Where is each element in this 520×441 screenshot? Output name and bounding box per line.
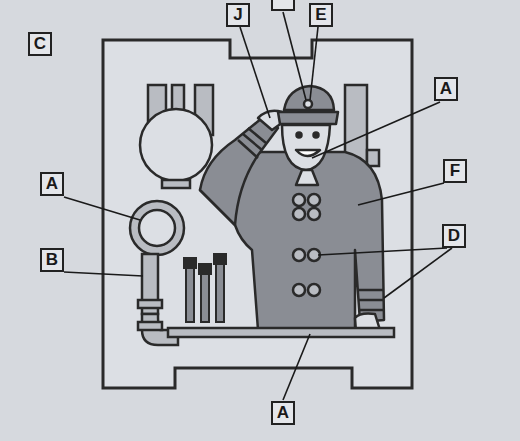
panel-frame	[103, 40, 412, 388]
callout-letter: C	[28, 32, 52, 56]
cropped-callout-box	[272, 0, 294, 10]
conductor-figure	[200, 86, 384, 332]
callout-letter: A	[40, 172, 64, 196]
callout-letter: B	[40, 248, 64, 272]
callout-letter: E	[309, 3, 333, 27]
pipe	[130, 201, 184, 345]
levers	[184, 254, 226, 322]
callout-letter: A	[271, 401, 295, 425]
callout-letter: J	[226, 3, 250, 27]
callout-letter: F	[443, 159, 467, 183]
callout-letter: A	[434, 77, 458, 101]
callout-letter: D	[442, 224, 466, 248]
hand-rail	[168, 328, 394, 337]
round-gauge	[140, 85, 213, 188]
leader-lines	[64, 12, 452, 400]
